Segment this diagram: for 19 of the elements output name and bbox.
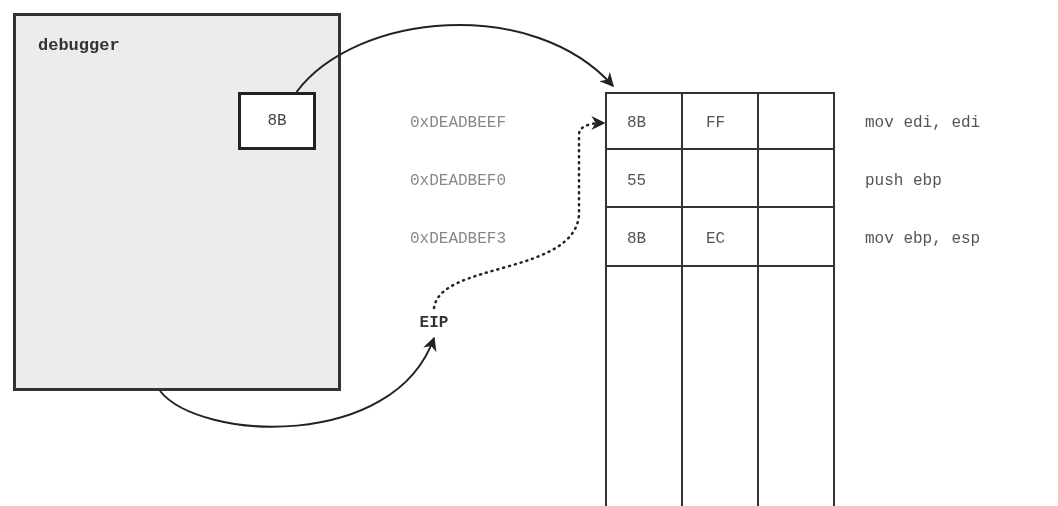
memory-table [605, 92, 835, 506]
curved-arrow [159, 336, 435, 428]
memory-address: 0xDEADBEEF [410, 113, 506, 133]
hex-byte: 8B [627, 229, 647, 249]
hex-byte: 8B [627, 113, 647, 133]
hex-byte: EC [706, 229, 726, 249]
assembly-instruction: mov ebp, esp [865, 229, 981, 249]
dotted-arrow [432, 116, 606, 310]
curved-arrow [295, 24, 615, 93]
panel-title: debugger [38, 36, 120, 55]
assembly-instruction: mov edi, edi [865, 113, 981, 133]
hex-byte: FF [706, 113, 726, 133]
memory-address: 0xDEADBEF0 [410, 171, 506, 191]
debugger-panel [13, 13, 341, 391]
hex-byte: 55 [627, 171, 647, 191]
assembly-instruction: push ebp [865, 171, 942, 191]
register-label: EIP [414, 312, 454, 334]
memory-address: 0xDEADBEF3 [410, 229, 506, 249]
byte-box: 8B [238, 92, 316, 150]
